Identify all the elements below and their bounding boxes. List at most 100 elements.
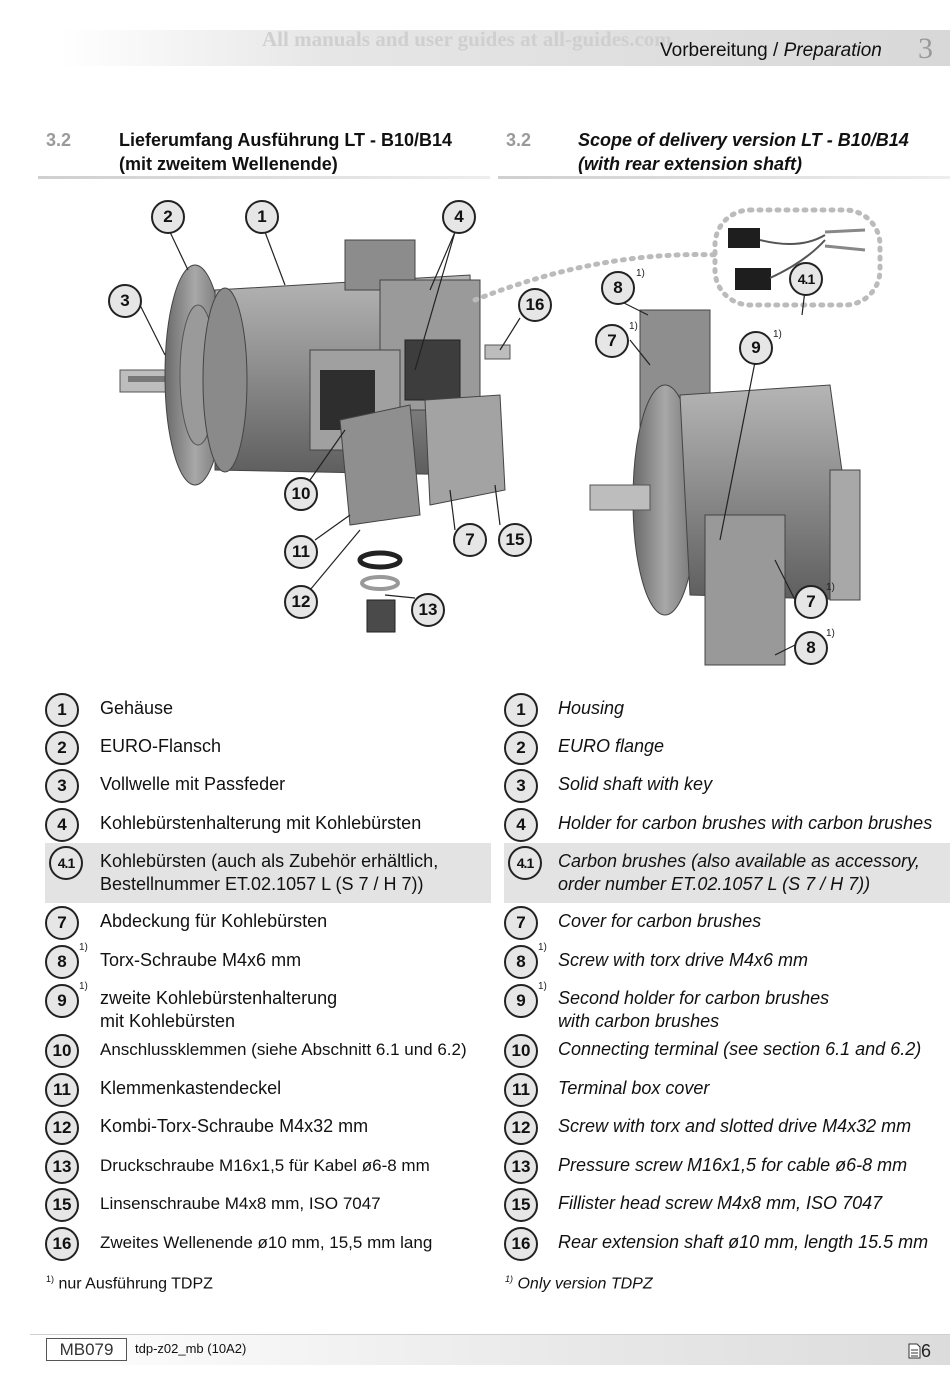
page-number: 6 <box>908 1341 931 1364</box>
item-label-en-line2: order number ET.02.1057 L (S 7 / H 7)) <box>558 874 871 894</box>
document-icon <box>908 1343 921 1364</box>
item-number-badge: 2 <box>45 731 79 765</box>
item-number-badge: 3 <box>504 769 538 803</box>
callout-9: 9 <box>739 331 773 365</box>
item-number-badge: 9 <box>45 984 79 1018</box>
item-label-en: Connecting terminal (see section 6.1 and… <box>558 1039 922 1059</box>
item-label-en: Screw with torx and slotted drive M4x32 … <box>558 1116 912 1136</box>
item-number-badge: 11 <box>45 1073 79 1107</box>
item-number-badge: 4 <box>45 808 79 842</box>
item-label-de: Anschlussklemmen (siehe Abschnitt 6.1 un… <box>100 1040 467 1059</box>
item-label-de: Gehäuse <box>100 698 174 718</box>
section-number-de: 3.2 <box>46 130 72 150</box>
dotted-connector <box>472 252 723 303</box>
section-title-de: Lieferumfang Ausführung LT - B10/B14(mit… <box>119 130 453 174</box>
section-rule-en <box>498 176 950 179</box>
footnote-mark: 1) <box>773 329 782 340</box>
item-label-de: Kohlebürsten (auch als Zubehör erhältlic… <box>100 851 439 871</box>
item-label-de: Kohlebürstenhalterung mit Kohlebürsten <box>100 813 422 833</box>
item-label-de: Abdeckung für Kohlebürsten <box>100 911 328 931</box>
item-number-badge: 3 <box>45 769 79 803</box>
item-number-badge: 4 <box>504 808 538 842</box>
callout-2: 2 <box>151 200 185 234</box>
list-item-highlight <box>45 843 491 903</box>
item-number-badge: 9 <box>504 984 538 1018</box>
item-number-badge: 13 <box>45 1150 79 1184</box>
header-band <box>60 30 950 66</box>
callout-7: 7 <box>453 523 487 557</box>
section-rule-de <box>38 176 490 179</box>
carbon-brush-icon <box>728 228 760 248</box>
item-number-badge: 7 <box>45 906 79 940</box>
document-code: tdp-z02_mb (10A2) <box>135 1341 247 1356</box>
footer-band <box>30 1334 950 1365</box>
footnote-mark: 1) <box>538 942 547 953</box>
footnote-mark: 1) <box>79 981 88 992</box>
item-number-badge: 8 <box>504 945 538 979</box>
item-number-badge: 12 <box>45 1111 79 1145</box>
callout-7: 7 <box>794 585 828 619</box>
watermark: All manuals and user guides at all-guide… <box>262 27 672 51</box>
item-label-de: Druckschraube M16x1,5 für Kabel ø6-8 mm <box>100 1156 430 1175</box>
item-label-de: Vollwelle mit Passfeder <box>100 774 286 794</box>
item-label-en: Terminal box cover <box>558 1078 710 1098</box>
section-number-en: 3.2 <box>506 130 532 150</box>
footnote-de: 1) nur Ausführung TDPZ <box>46 1274 213 1293</box>
item-number-badge: 15 <box>504 1188 538 1222</box>
callout-8: 8 <box>794 631 828 665</box>
footnote-mark: 1) <box>538 981 547 992</box>
item-number-badge: 4.1 <box>49 846 83 880</box>
item-number-badge: 13 <box>504 1150 538 1184</box>
item-label-en: EURO flange <box>558 736 665 756</box>
item-number-badge: 15 <box>45 1188 79 1222</box>
callout-12: 12 <box>284 585 318 619</box>
document-id-box: MB079 <box>46 1338 127 1361</box>
item-number-badge: 1 <box>504 693 538 727</box>
item-number-badge: 16 <box>504 1227 538 1261</box>
chapter-number: 3 <box>918 32 933 65</box>
item-label-en: Screw with torx drive M4x6 mm <box>558 950 809 970</box>
item-label-de: zweite Kohlebürstenhalterung <box>100 988 338 1008</box>
item-number-badge: 16 <box>45 1227 79 1261</box>
item-label-en: Fillister head screw M4x8 mm, ISO 7047 <box>558 1193 883 1213</box>
item-label-en: Second holder for carbon brushes <box>558 988 830 1008</box>
callout-4: 4 <box>442 200 476 234</box>
footnote-mark: 1) <box>826 582 835 593</box>
page-title: Vorbereitung / Preparation <box>660 40 882 61</box>
callout-10: 10 <box>284 477 318 511</box>
section-title-en: Scope of delivery version LT - B10/B14(w… <box>578 130 909 174</box>
callout-3: 3 <box>108 284 142 318</box>
item-number-badge: 12 <box>504 1111 538 1145</box>
item-label-en: Solid shaft with key <box>558 774 713 794</box>
item-label-de: Linsenschraube M4x8 mm, ISO 7047 <box>100 1194 381 1213</box>
item-number-badge: 4.1 <box>508 846 542 880</box>
footnote-mark: 1) <box>79 942 88 953</box>
item-label-en: Cover for carbon brushes <box>558 911 762 931</box>
brush-inset-frame <box>712 207 883 308</box>
footnote-en: 1) Only version TDPZ <box>505 1274 653 1293</box>
item-label-en: Holder for carbon brushes with carbon br… <box>558 813 933 833</box>
callout-16: 16 <box>518 288 552 322</box>
item-label-de-line2: Bestellnummer ET.02.1057 L (S 7 / H 7)) <box>100 874 424 894</box>
item-label-de: Zweites Wellenende ø10 mm, 15,5 mm lang <box>100 1233 433 1252</box>
item-label-en: Carbon brushes (also available as access… <box>558 851 920 871</box>
right-motor-drawing <box>589 289 861 666</box>
callout-7: 7 <box>595 324 629 358</box>
item-label-en: Rear extension shaft ø10 mm, length 15.5… <box>558 1232 929 1252</box>
item-number-badge: 11 <box>504 1073 538 1107</box>
callout-4-1: 4.1 <box>789 262 823 296</box>
item-label-de: Torx-Schraube M4x6 mm <box>100 950 302 970</box>
carbon-brush-icon <box>735 268 771 290</box>
list-item-highlight <box>504 843 950 903</box>
footnote-mark: 1) <box>629 321 638 332</box>
footnote-mark: 1) <box>826 628 835 639</box>
item-label-de: EURO-Flansch <box>100 736 222 756</box>
motor-exploded-diagram <box>119 207 883 666</box>
item-label-en: Housing <box>558 698 625 718</box>
item-number-badge: 10 <box>45 1034 79 1068</box>
item-number-badge: 2 <box>504 731 538 765</box>
item-label-de: Klemmenkastendeckel <box>100 1078 282 1098</box>
item-label-en-line2: with carbon brushes <box>558 1011 720 1031</box>
footnote-mark: 1) <box>636 268 645 279</box>
left-motor-drawing <box>119 231 521 633</box>
